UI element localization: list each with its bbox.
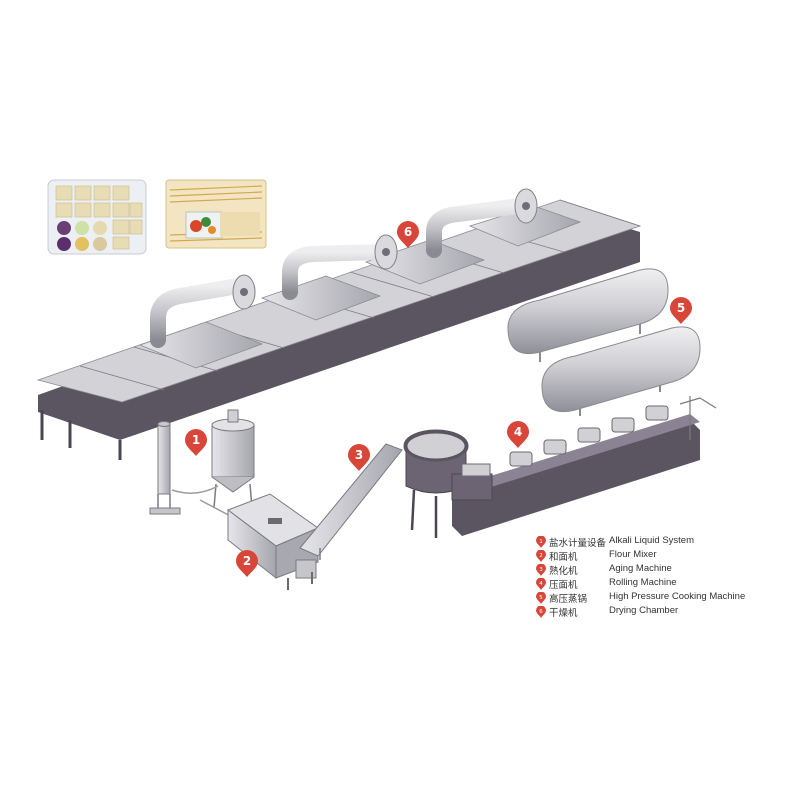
svg-text:1: 1 — [539, 539, 543, 545]
marker-3: 3 — [348, 444, 370, 471]
product-photo-noodle-bundle — [165, 179, 267, 249]
high-pressure-cooking-tanks — [507, 268, 701, 416]
legend-label-cn: 干燥机 — [549, 608, 578, 619]
legend-item-drying-chamber: 6 干燥机 Drying Chamber — [536, 605, 786, 619]
svg-text:3: 3 — [539, 567, 543, 573]
marker-5: 5 — [670, 297, 692, 324]
legend-label-en: Aging Machine — [609, 563, 672, 574]
svg-text:5: 5 — [539, 595, 543, 601]
legend-label-en: Alkali Liquid System — [609, 535, 695, 546]
legend-item-alkali-liquid-system: 1 盐水计量设备 Alkali Liquid System — [536, 535, 786, 549]
legend-label-en: High Pressure Cooking Machine — [609, 591, 746, 602]
map-pin-icon: 1 — [536, 536, 546, 548]
svg-text:6: 6 — [539, 609, 543, 615]
marker-4: 4 — [507, 421, 529, 448]
legend-item-rolling-machine: 4 压面机 Rolling Machine — [536, 577, 786, 591]
legend-label-cn: 和面机 — [549, 552, 578, 563]
map-pin-icon: 5 — [536, 592, 546, 604]
legend: 1 盐水计量设备 Alkali Liquid System 2 和面机 Flou… — [536, 535, 786, 619]
marker-4-label: 4 — [514, 425, 522, 439]
marker-6-label: 6 — [404, 225, 412, 239]
legend-item-aging-machine: 3 熟化机 Aging Machine — [536, 563, 786, 577]
legend-label-cn: 盐水计量设备 — [549, 538, 607, 549]
drying-chamber — [36, 188, 642, 460]
marker-5-label: 5 — [677, 301, 685, 315]
map-pin-icon: 4 — [536, 578, 546, 590]
product-photo-noodle-cakes — [47, 179, 147, 255]
svg-text:2: 2 — [539, 553, 543, 559]
map-pin-icon: 3 — [536, 564, 546, 576]
marker-2-label: 2 — [243, 554, 251, 568]
marker-2: 2 — [236, 550, 258, 577]
marker-1: 1 — [185, 429, 207, 456]
legend-item-flour-mixer: 2 和面机 Flour Mixer — [536, 549, 786, 563]
aging-machine — [299, 429, 469, 560]
legend-label-en: Rolling Machine — [609, 577, 677, 588]
marker-6: 6 — [397, 221, 419, 248]
marker-3-label: 3 — [355, 448, 363, 462]
rolling-machine — [451, 396, 717, 536]
legend-item-high-pressure-cooking-machine: 5 高压蒸锅 High Pressure Cooking Machine — [536, 591, 786, 605]
marker-1-label: 1 — [192, 433, 200, 447]
legend-label-cn: 熟化机 — [549, 566, 578, 577]
legend-label-cn: 高压蒸锅 — [549, 594, 588, 605]
legend-label-cn: 压面机 — [549, 580, 578, 591]
svg-text:4: 4 — [539, 581, 543, 587]
map-pin-icon: 6 — [536, 606, 546, 618]
map-pin-icon: 2 — [536, 550, 546, 562]
alkali-liquid-system — [149, 409, 255, 521]
legend-label-en: Drying Chamber — [609, 605, 679, 616]
legend-label-en: Flour Mixer — [609, 549, 657, 560]
